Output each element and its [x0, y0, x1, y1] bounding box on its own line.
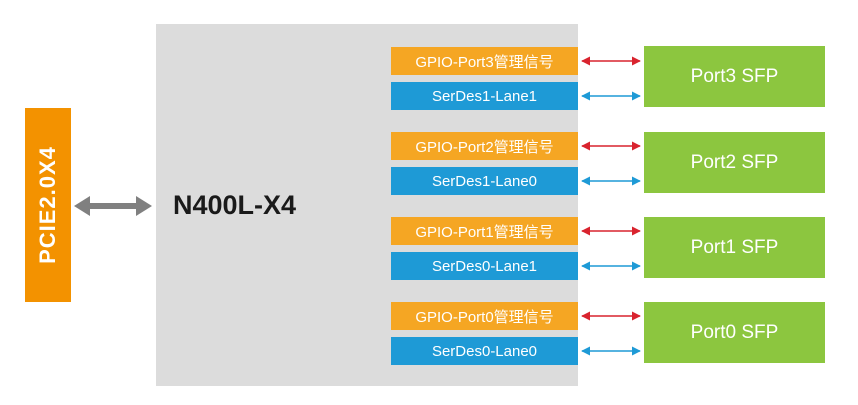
serdes-lane-box: SerDes1-Lane1 — [391, 82, 578, 110]
serdes-lane-box: SerDes0-Lane1 — [391, 252, 578, 280]
sfp-port-box: Port3 SFP — [644, 46, 825, 107]
pcie-block: PCIE2.0X4 — [25, 108, 71, 302]
gpio-signal-box: GPIO-Port2管理信号 — [391, 132, 578, 160]
pcie-bus-arrow — [74, 196, 152, 216]
serdes-lane-box: SerDes0-Lane0 — [391, 337, 578, 365]
gpio-signal-box: GPIO-Port1管理信号 — [391, 217, 578, 245]
sfp-port-box: Port0 SFP — [644, 302, 825, 363]
gpio-signal-box: GPIO-Port3管理信号 — [391, 47, 578, 75]
gpio-signal-box: GPIO-Port0管理信号 — [391, 302, 578, 330]
serdes-lane-box: SerDes1-Lane0 — [391, 167, 578, 195]
sfp-port-box: Port2 SFP — [644, 132, 825, 193]
sfp-port-box: Port1 SFP — [644, 217, 825, 278]
chip-label: N400L-X4 — [173, 190, 297, 220]
